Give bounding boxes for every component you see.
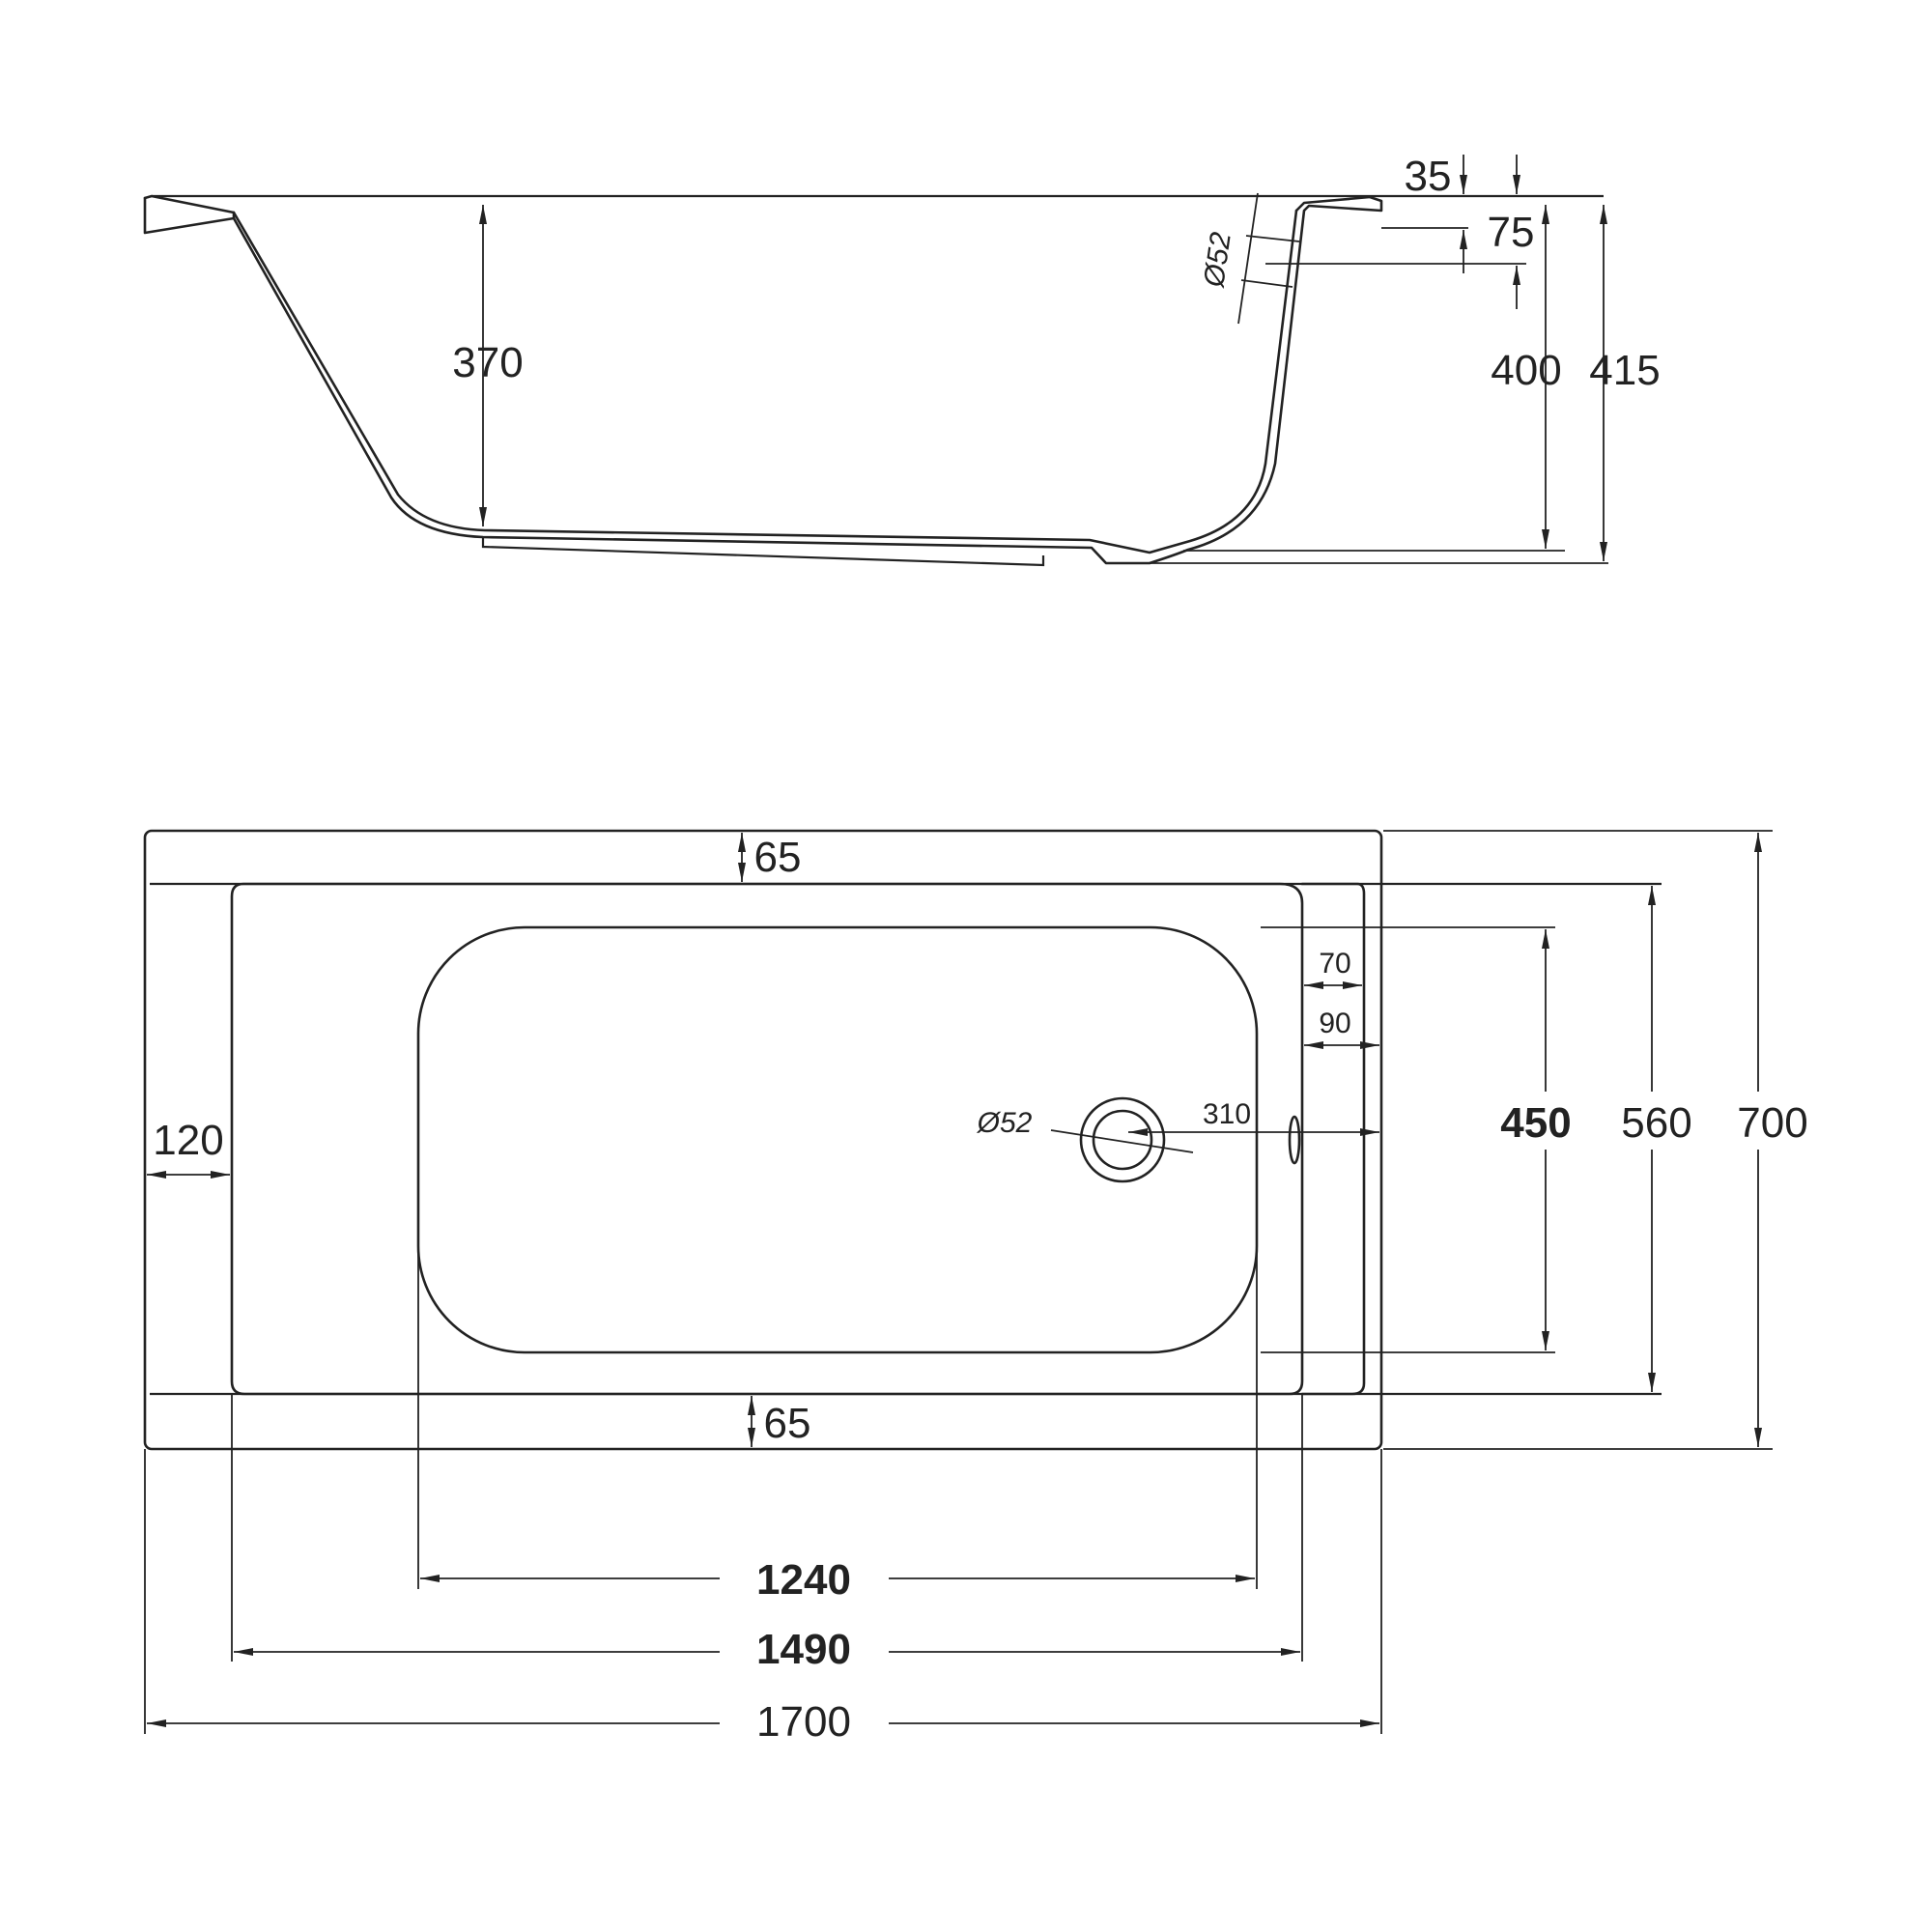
overflow-ref-top <box>1245 235 1300 242</box>
drain-diameter-label: Ø52 <box>977 1107 1033 1139</box>
dim-560-mask <box>1604 1092 1710 1150</box>
dim-310-label: 310 <box>1203 1098 1251 1130</box>
dim-700-label: 700 <box>1737 1099 1807 1147</box>
drain-outer <box>1079 1096 1166 1183</box>
dim-450-mask <box>1483 1092 1608 1150</box>
dim-65-bottom-label: 65 <box>764 1400 811 1447</box>
side-view: 370 400 415 35 75 Ø52 <box>143 153 1661 567</box>
overflow-diameter-label: Ø52 <box>1198 230 1237 290</box>
tub-inner-profile <box>232 209 1298 554</box>
dim-415-label: 415 <box>1589 347 1660 394</box>
dim-65-top-label: 65 <box>754 834 802 881</box>
dim-400-label: 400 <box>1491 347 1561 394</box>
overflow-ref-bottom <box>1240 279 1293 288</box>
dim-35-label: 35 <box>1405 153 1452 200</box>
tub-rim-left-lip <box>143 194 236 220</box>
drain-inner <box>1092 1109 1153 1171</box>
support-plate <box>481 537 1045 567</box>
drain-diameter-line <box>1050 1129 1194 1153</box>
dim-560-label: 560 <box>1621 1099 1691 1147</box>
dim-370-label: 370 <box>452 339 523 386</box>
dim-70-label: 70 <box>1319 948 1350 980</box>
tub-side-profile <box>143 195 1383 565</box>
tub-inner-basin <box>230 882 1304 1396</box>
top-view: Ø52 310 65 65 120 70 90 450 560 700 <box>143 829 1811 1746</box>
overflow-axis-line <box>1237 192 1259 325</box>
tub-outer-rim <box>143 829 1383 1451</box>
dim-1700-label: 1700 <box>756 1698 851 1746</box>
overflow-slot <box>1288 1115 1301 1165</box>
dim-1240-label: 1240 <box>756 1556 851 1604</box>
dim-75-label: 75 <box>1488 209 1535 256</box>
dim-90-label: 90 <box>1319 1008 1350 1039</box>
dim-700-mask <box>1719 1092 1811 1150</box>
dim-120-label: 120 <box>153 1117 223 1164</box>
dim-450-label: 450 <box>1500 1099 1571 1147</box>
tub-floor <box>416 925 1259 1354</box>
dim-1490-label: 1490 <box>756 1626 851 1673</box>
